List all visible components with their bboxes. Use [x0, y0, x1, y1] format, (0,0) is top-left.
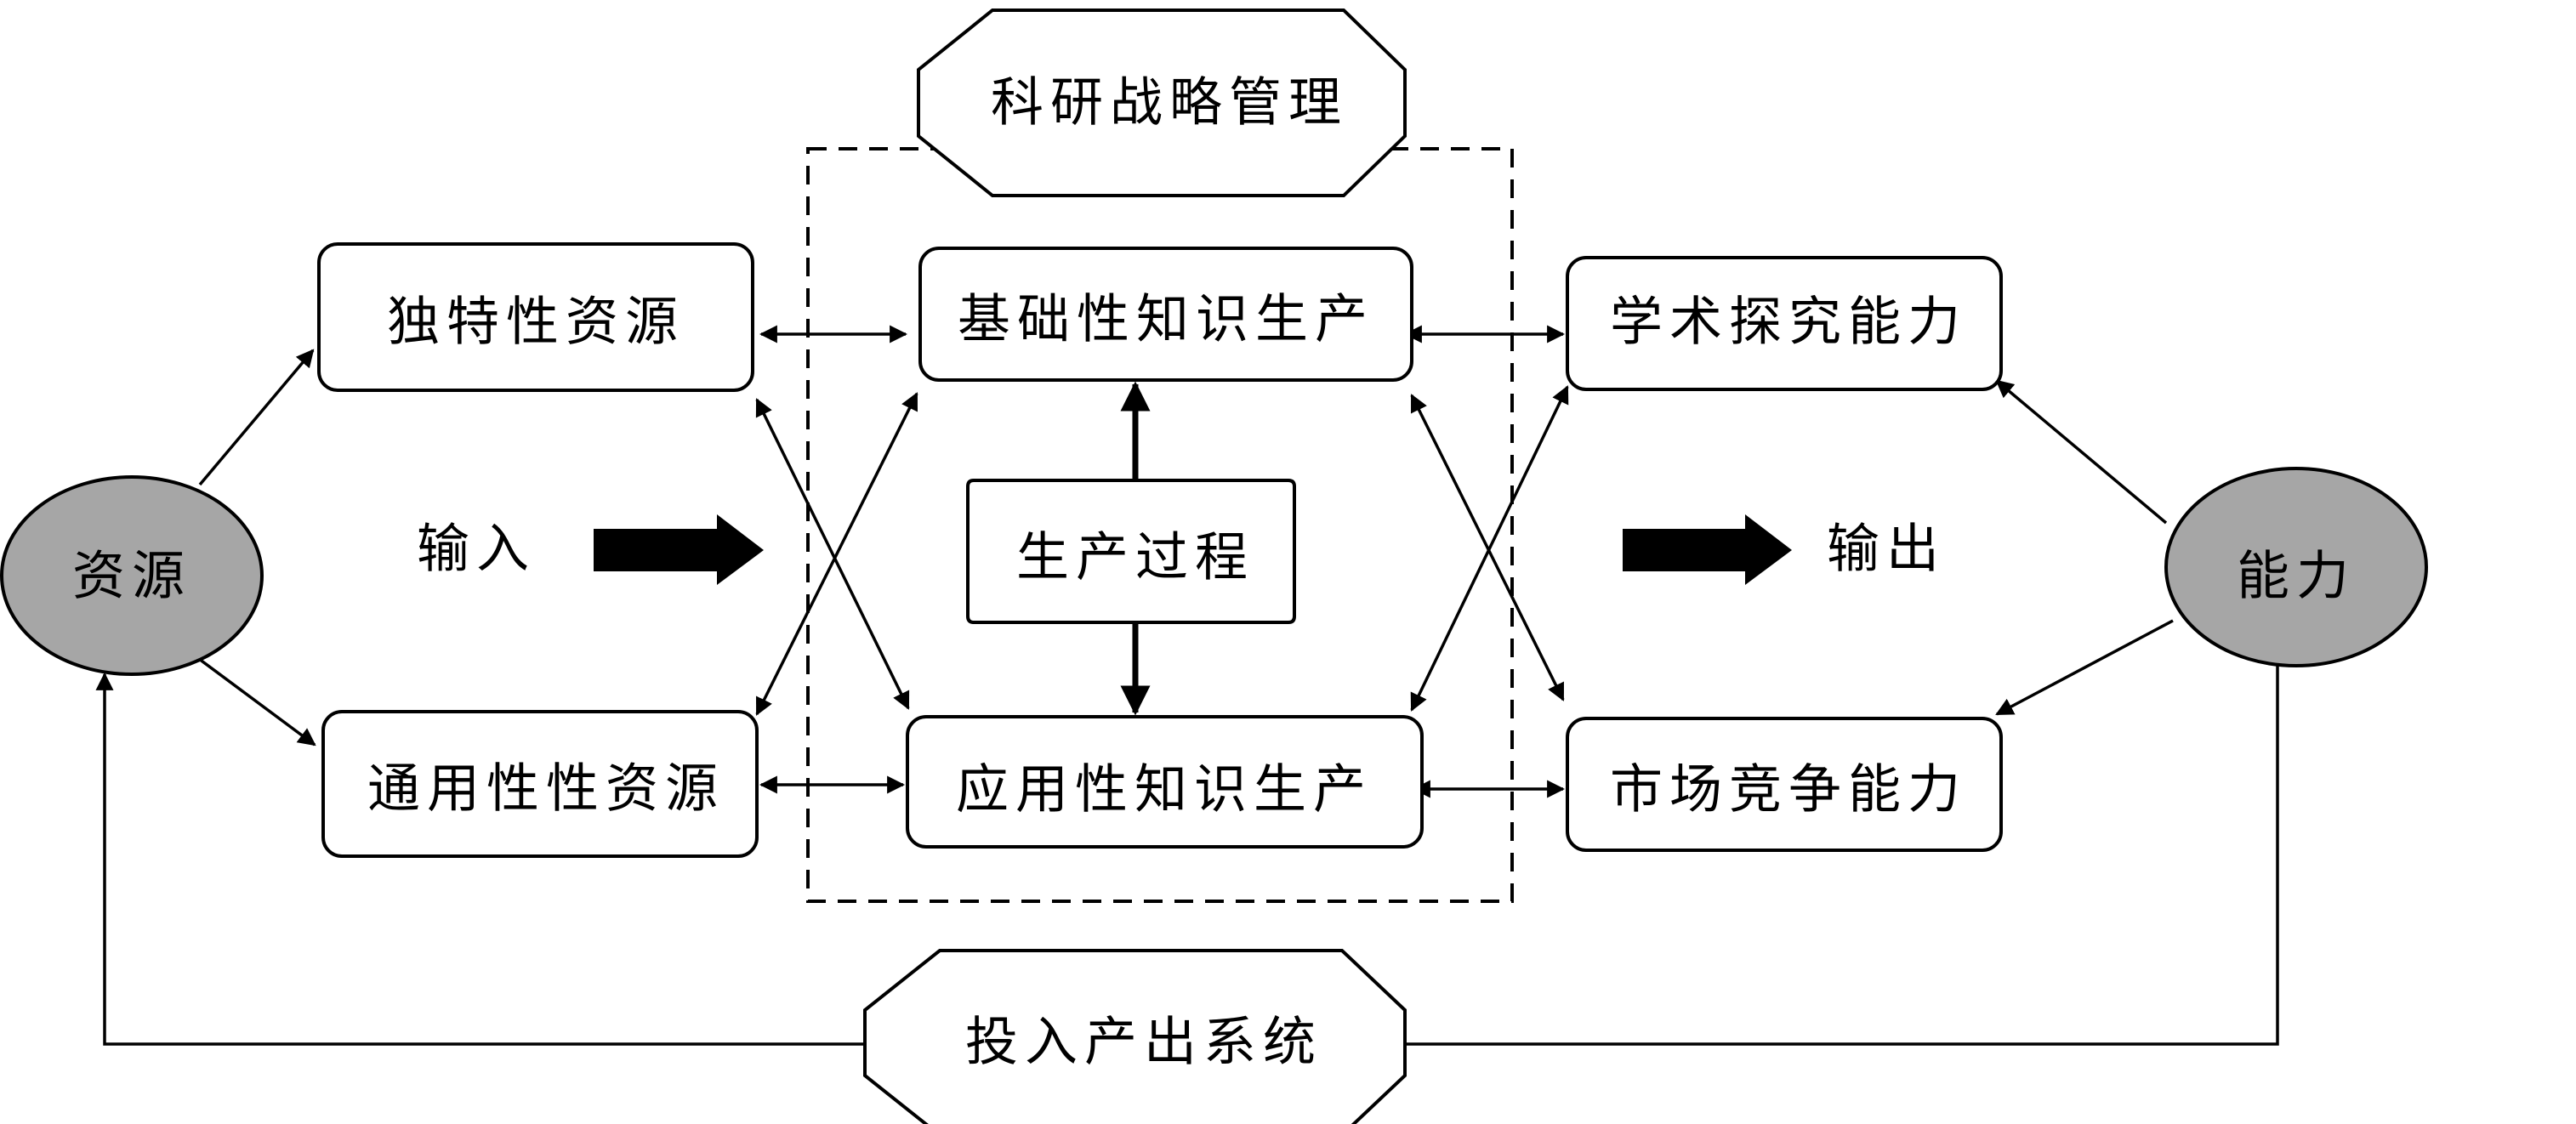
resources-ellipse: [0, 475, 264, 676]
node-capability: 能力: [2164, 467, 2428, 667]
node-unique-resources: 独特性资源: [317, 242, 754, 392]
arrow-capability-to-market: [1995, 619, 2174, 716]
connectors: [95, 325, 2279, 1046]
feedback-loop-right: [1405, 666, 2279, 1046]
strategy-mgmt-label: 科研战略管理: [991, 71, 1348, 133]
output-label: 输出: [1827, 518, 1946, 580]
generic-resources-label: 通用性性资源: [367, 758, 725, 820]
arrow-applied-academic: [1410, 385, 1569, 712]
node-strategy-mgmt: 科研战略管理: [917, 9, 1407, 197]
node-market-ability: 市场竞争能力: [1566, 717, 2003, 852]
academic-ability-label: 学术探究能力: [1610, 291, 1967, 353]
node-generic-resources: 通用性性资源: [321, 710, 759, 858]
arrow-resources-to-unique: [198, 349, 315, 486]
unique-resources-label: 独特性资源: [387, 291, 685, 353]
capability-ellipse: [2164, 467, 2428, 667]
applied-knowledge-label: 应用性知识生产: [956, 758, 1373, 820]
basic-knowledge-label: 基础性知识生产: [958, 288, 1374, 350]
output-arrow-icon: [1623, 514, 1792, 585]
production-process-label: 生产过程: [1016, 526, 1254, 588]
arrow-capability-to-academic: [1995, 379, 2168, 525]
resources-label: 资源: [72, 545, 191, 607]
arrow-resources-to-generic: [194, 655, 316, 746]
arrow-unique-applied: [755, 398, 910, 710]
io-system-label: 投入产出系统: [965, 1011, 1322, 1073]
feedback-loop-left: [95, 672, 865, 1046]
market-ability-label: 市场竞争能力: [1610, 758, 1967, 820]
node-production-process: 生产过程: [966, 479, 1296, 624]
input-arrow-icon: [594, 514, 764, 585]
capability-label: 能力: [2237, 545, 2356, 607]
node-basic-knowledge: 基础性知识生产: [918, 247, 1413, 382]
node-applied-knowledge: 应用性知识生产: [906, 715, 1424, 849]
node-academic-ability: 学术探究能力: [1566, 256, 2003, 391]
node-resources: 资源: [0, 475, 264, 676]
input-label: 输入: [417, 518, 536, 580]
node-io-system: 投入产出系统: [863, 949, 1407, 1124]
arrow-generic-basic: [755, 392, 918, 716]
